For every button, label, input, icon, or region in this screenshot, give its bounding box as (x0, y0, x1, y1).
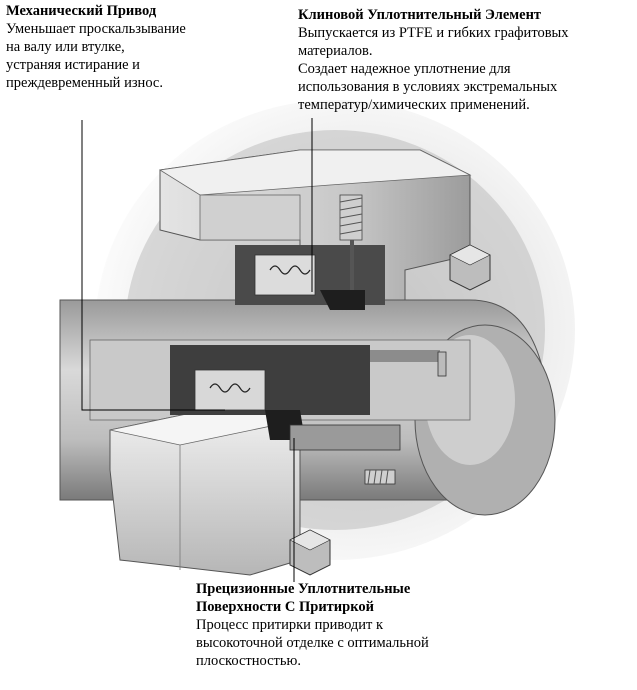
leader-mechanical-drive (81, 120, 225, 411)
hex-bolt-lower (289, 529, 331, 576)
upper-gland-step (199, 194, 301, 241)
callout-title: Механический Привод (6, 3, 157, 19)
hex-bolt-upper (449, 244, 491, 291)
callout-text-line: Уменьшает проскальзывание (6, 21, 186, 37)
callout-text-line: Создает надежное уплотнение для (298, 61, 511, 77)
callout-text-line: материалов. (298, 43, 373, 59)
callout-text-line: высокоточной отделке с оптимальной (196, 635, 429, 651)
callout-text-line: плоскостностью. (196, 653, 301, 669)
callout-text-line: температур/химических применений. (298, 97, 530, 113)
callout-precision-faces: Прецизионные Уплотнительные Поверхности … (196, 580, 496, 670)
drive-screw (364, 469, 396, 485)
wedge-element-upper (320, 290, 365, 310)
callout-title: Клиновой Уплотнительный Элемент (298, 7, 542, 23)
callout-title: Поверхности С Притиркой (196, 599, 374, 615)
seal-ring-upper (254, 254, 316, 296)
spring-lower (209, 383, 251, 393)
callout-mechanical-drive: Механический Привод Уменьшает проскальзы… (6, 2, 236, 92)
set-screw (339, 194, 363, 290)
callout-text-line: преждевременный износ. (6, 75, 163, 91)
callout-text-line: использования в условиях экстремальных (298, 79, 558, 95)
callout-text-line: на валу или втулке, (6, 39, 125, 55)
callout-text-line: Выпускается из PTFE и гибких графитовых (298, 25, 569, 41)
callout-text-line: Процесс притирки приводит к (196, 617, 384, 633)
callout-wedge-seal: Клиновой Уплотнительный Элемент Выпускае… (298, 6, 628, 114)
mating-ring-lower (289, 424, 401, 451)
spring-upper (269, 265, 311, 275)
callout-title: Прецизионные Уплотнительные (196, 581, 411, 597)
callout-text-line: устраняя истирание и (6, 57, 140, 73)
seal-ring-lower (194, 369, 266, 411)
sleeve-screw (437, 351, 447, 377)
